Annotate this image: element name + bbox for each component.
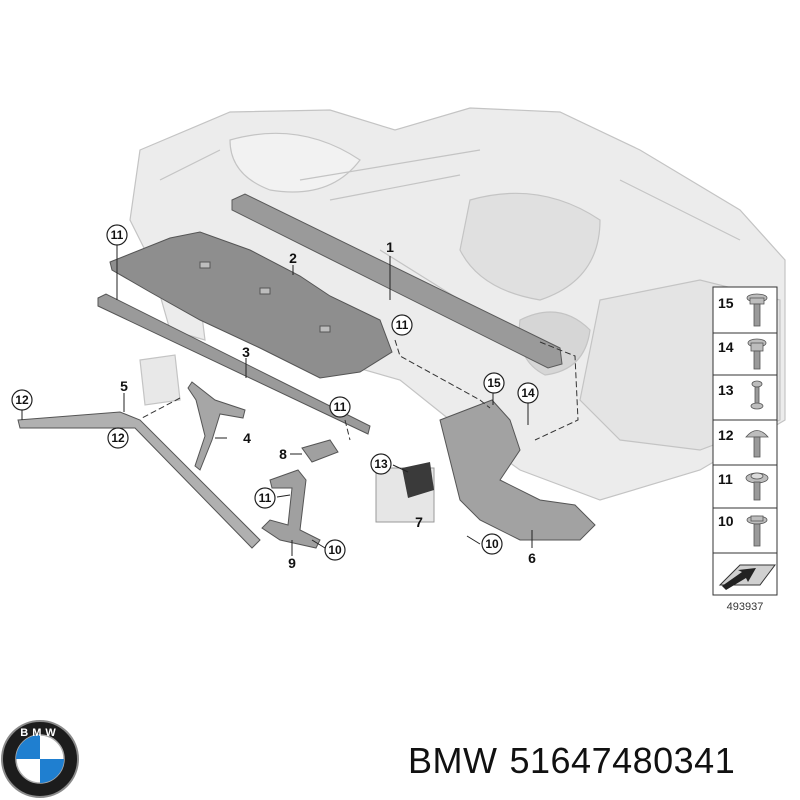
legend-number-13: 13 bbox=[718, 382, 734, 398]
direction-arrow-icon bbox=[718, 564, 776, 590]
diagram-id: 493937 bbox=[727, 601, 764, 613]
domed-screw-icon bbox=[745, 430, 769, 458]
callout-11-b: 11 bbox=[391, 314, 413, 336]
part-label-6: 6 bbox=[528, 550, 536, 566]
svg-text:14: 14 bbox=[521, 386, 535, 400]
svg-text:BMW: BMW bbox=[20, 727, 60, 739]
part-label-4: 4 bbox=[243, 430, 251, 446]
part-3-front-bar bbox=[97, 293, 371, 435]
fastener-legend: 15 14 13 12 11 10 bbox=[712, 286, 778, 596]
svg-text:11: 11 bbox=[111, 228, 124, 242]
legend-number-14: 14 bbox=[718, 339, 734, 355]
part-label-3: 3 bbox=[242, 344, 250, 360]
leader-lines bbox=[21, 244, 533, 556]
callout-11-c: 11 bbox=[329, 396, 351, 418]
svg-text:10: 10 bbox=[328, 543, 342, 557]
callout-14: 14 bbox=[517, 382, 539, 404]
callout-12-a: 12 bbox=[11, 389, 33, 411]
brand-name: BMW bbox=[408, 740, 498, 781]
flange-screw-icon bbox=[746, 515, 768, 547]
part-label-8: 8 bbox=[279, 446, 287, 462]
part-7-block bbox=[375, 462, 435, 523]
callout-11-d: 11 bbox=[254, 487, 276, 509]
part-5-strut bbox=[17, 411, 261, 549]
callout-12-b: 12 bbox=[107, 427, 129, 449]
part-label-9: 9 bbox=[288, 555, 296, 571]
callout-10-b: 10 bbox=[481, 533, 503, 555]
svg-text:15: 15 bbox=[487, 376, 501, 390]
flange-bolt-icon bbox=[746, 293, 768, 327]
part-label-7: 7 bbox=[415, 514, 423, 530]
part-number: 51647480341 bbox=[509, 740, 736, 781]
part-caption: BMW 51647480341 bbox=[408, 740, 747, 782]
part-4-y-bracket bbox=[187, 381, 246, 471]
callout-11-a: 11 bbox=[106, 224, 128, 246]
svg-text:10: 10 bbox=[485, 537, 499, 551]
svg-text:11: 11 bbox=[334, 400, 347, 414]
part-label-2: 2 bbox=[289, 250, 297, 266]
part-label-5: 5 bbox=[120, 378, 128, 394]
reference-lines bbox=[141, 339, 579, 441]
legend-number-11: 11 bbox=[718, 471, 733, 487]
part-8-9-brackets bbox=[261, 439, 339, 549]
part-1-crossmember bbox=[231, 193, 563, 369]
svg-text:11: 11 bbox=[259, 491, 272, 505]
callout-10-a: 10 bbox=[324, 539, 346, 561]
legend-number-15: 15 bbox=[718, 295, 734, 311]
washer-screw-icon bbox=[745, 472, 769, 501]
svg-text:12: 12 bbox=[15, 393, 29, 407]
legend-number-12: 12 bbox=[718, 427, 734, 443]
part-6-side-carrier bbox=[439, 399, 596, 541]
thin-screw-icon bbox=[750, 380, 764, 410]
callout-13: 13 bbox=[370, 453, 392, 475]
svg-text:13: 13 bbox=[374, 457, 388, 471]
svg-text:11: 11 bbox=[396, 318, 409, 332]
bmw-logo: BMW bbox=[1, 720, 79, 798]
svg-text:12: 12 bbox=[111, 431, 125, 445]
legend-number-10: 10 bbox=[718, 513, 734, 529]
callout-15: 15 bbox=[483, 372, 505, 394]
part-2-cover-plate bbox=[109, 231, 393, 379]
part-label-1: 1 bbox=[386, 239, 394, 255]
collar-screw-icon bbox=[747, 338, 767, 370]
